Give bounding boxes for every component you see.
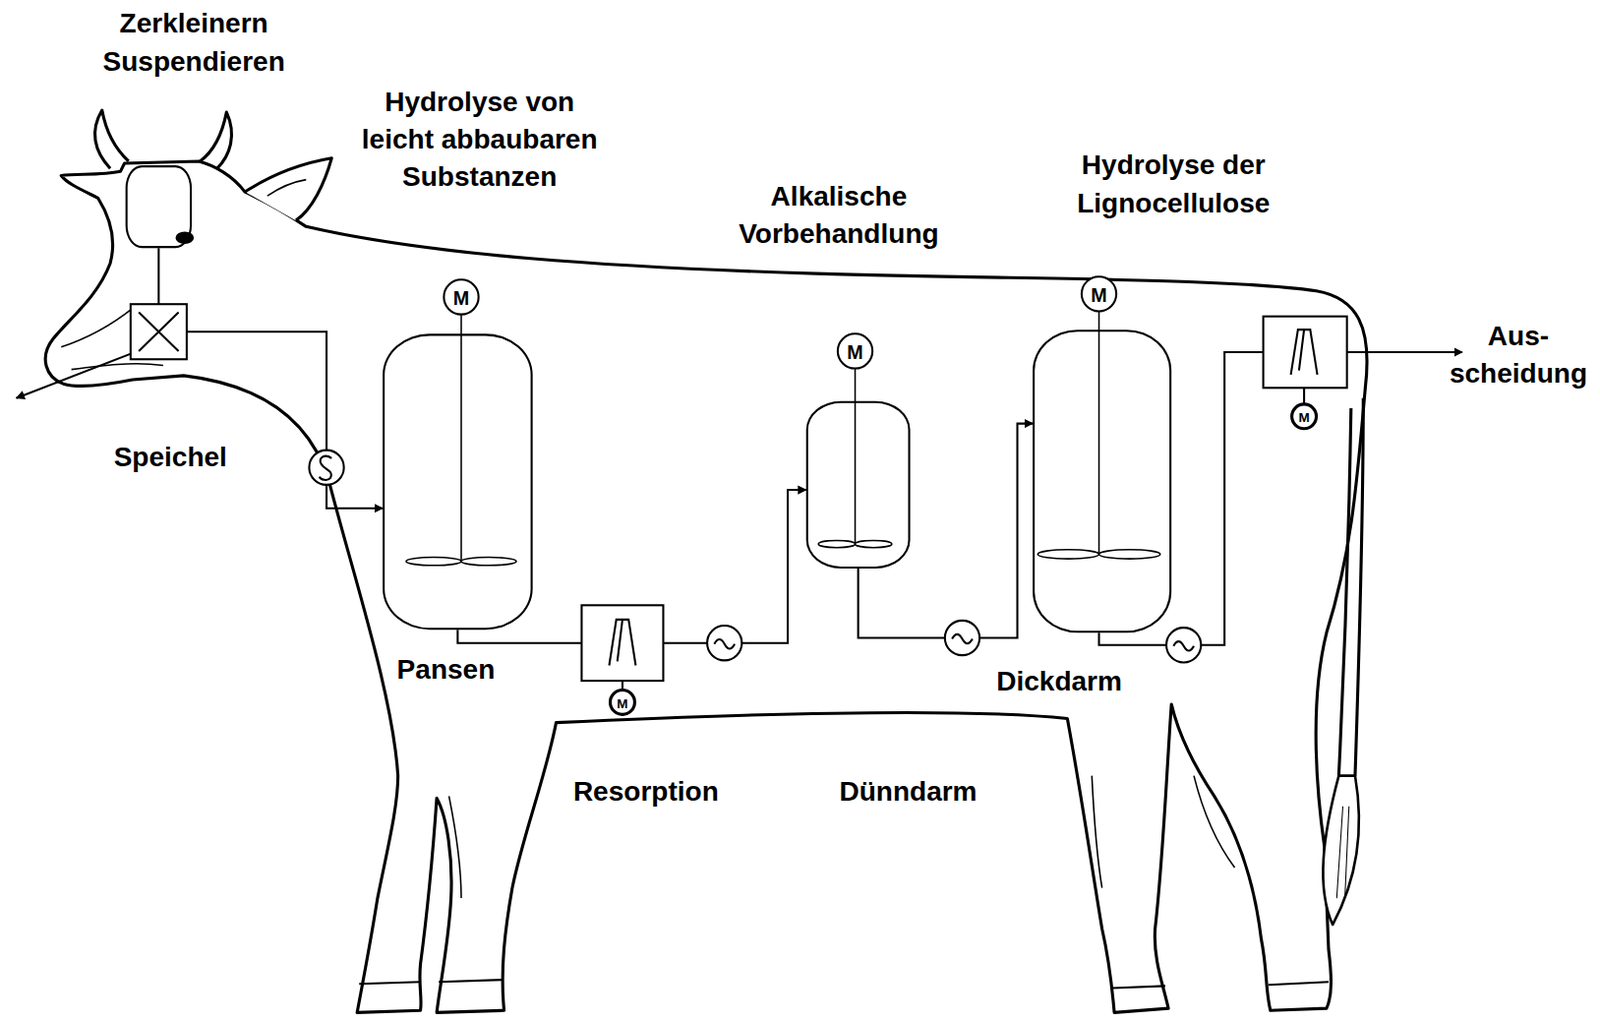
text-holder: M [616, 696, 628, 710]
text-holder: Speichel [114, 440, 228, 475]
agitator-shaft [1098, 310, 1101, 554]
heat-exchanger-wave [951, 634, 973, 644]
output-arrow [1347, 351, 1463, 354]
process-heading: Hydrolyse der Lignocellulose [1056, 146, 1292, 223]
centrifuge-box [1263, 316, 1348, 389]
impeller [1037, 549, 1099, 559]
ear-inner-line [267, 179, 306, 197]
saliva-pump [308, 450, 344, 485]
heat-exchanger-wave [713, 639, 735, 649]
text-holder: Hydrolyse von leicht abbaubaren Substanz… [352, 83, 607, 197]
centrifuge-bowl [1291, 329, 1318, 375]
process-heading: Hydrolyse von leicht abbaubaren Substanz… [352, 83, 607, 197]
centrifuge-bowl [608, 619, 636, 666]
motors [443, 276, 1316, 714]
agitator-shaft [854, 368, 857, 544]
cow-outline [45, 161, 1367, 1012]
heat-exchanger [707, 625, 742, 660]
motor-letter: M [1090, 285, 1107, 305]
centrifuge-box [581, 604, 663, 681]
text-holder: M [453, 288, 470, 308]
impeller [1099, 549, 1161, 559]
text-holder: Pansen [397, 652, 496, 687]
text-holder: Zerkleinern Suspendieren [103, 4, 286, 81]
text-holder: Dünndarm [838, 774, 977, 809]
text-holder: Aus- scheidung [1449, 317, 1588, 394]
pump-circle [308, 450, 344, 485]
heat-exchanger-wave [1173, 641, 1194, 651]
centrifuge-symbol [1263, 316, 1348, 389]
mill-cross [138, 312, 178, 352]
heat-exchangers [707, 620, 1201, 663]
left-horn [95, 110, 129, 169]
pretreatment-reactor: Alkalische Vorbehandlung [806, 401, 911, 569]
eye [175, 232, 194, 244]
centrifuge-symbol [581, 604, 663, 681]
pipe [1099, 352, 1264, 646]
heat-exchanger [1166, 627, 1201, 662]
motor-circle [443, 279, 478, 314]
tail [1338, 398, 1363, 776]
motor-letter: M [616, 696, 628, 710]
agitators [406, 310, 1161, 565]
hooves [358, 979, 1329, 988]
text-holder: Hydrolyse der Lignocellulose [1056, 146, 1292, 223]
mill-box [130, 303, 187, 359]
text-holder: Dickdarm [996, 664, 1123, 699]
organ-label: Resorption [573, 774, 719, 809]
mill-symbol [130, 303, 187, 359]
motor-circle [1292, 404, 1317, 429]
text-holder: M [1298, 411, 1309, 424]
impeller [818, 539, 855, 547]
impeller [855, 539, 892, 547]
heat-exchanger [945, 620, 980, 655]
organ-label: Pansen [397, 652, 496, 687]
leg-inner-lines [449, 775, 1236, 899]
pipe [858, 423, 1033, 639]
organ-label: Dünndarm [838, 774, 977, 809]
motor-circle [610, 689, 636, 714]
saliva-arrow [16, 349, 144, 399]
motor-shaft [1303, 387, 1305, 405]
text-holder: Alkalische Vorbehandlung [715, 177, 961, 254]
rumen-reactor: Hydrolyse von leicht abbaubaren Substanz… [382, 333, 534, 630]
text-holder: Resorption [573, 774, 719, 809]
impeller [461, 557, 517, 566]
motor-letter: M [1298, 411, 1309, 424]
process-heading: Alkalische Vorbehandlung [715, 177, 961, 254]
feed-vessel: Zerkleinern Suspendieren [125, 165, 192, 248]
agitator-shaft [460, 314, 463, 562]
motor-circle [1081, 276, 1117, 311]
process-heading: Zerkleinern Suspendieren [103, 4, 286, 81]
output-label: Aus- scheidung [1449, 317, 1588, 394]
tail-tuft-strands [1336, 806, 1349, 898]
motor-letter: M [453, 288, 470, 308]
organ-label: Dickdarm [996, 664, 1123, 699]
right-horn [199, 112, 232, 170]
motor-circle [837, 333, 873, 368]
pump-squiggle [319, 456, 332, 480]
hydrolysis-reactor: Hydrolyse der Lignocellulose [1032, 329, 1172, 633]
ear [244, 158, 332, 221]
organ-label: Speichel [114, 440, 228, 475]
impeller [406, 557, 462, 566]
tail-tuft [1322, 775, 1359, 925]
motor-letter: M [846, 342, 863, 362]
text-holder: M [846, 342, 863, 362]
text-holder: M [1090, 285, 1107, 305]
